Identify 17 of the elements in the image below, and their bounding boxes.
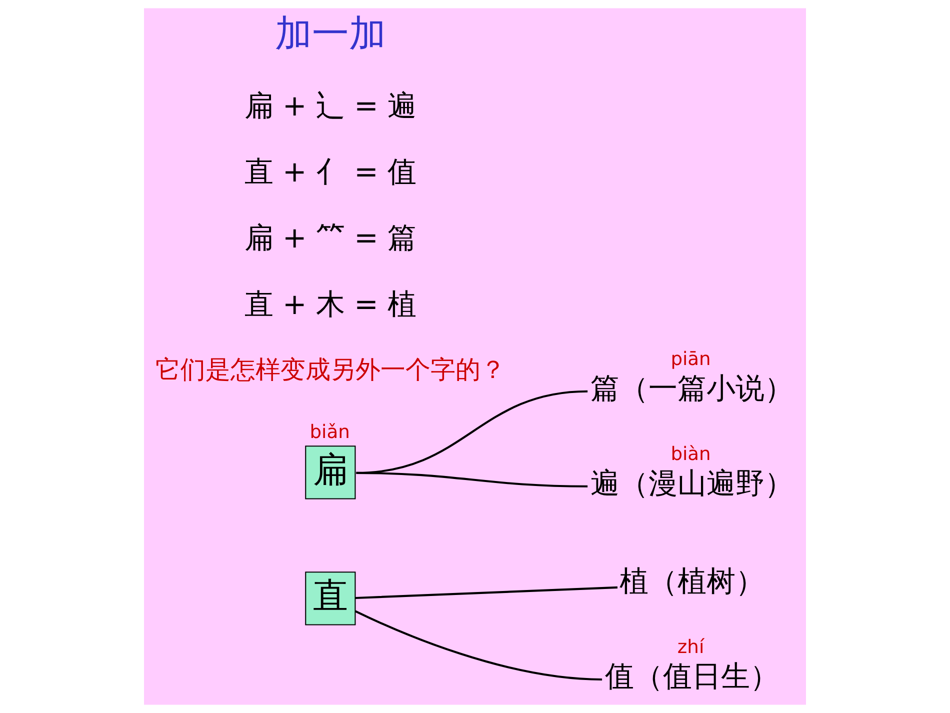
connector: [354, 610, 602, 681]
node-text: 值（值日生）: [605, 659, 780, 694]
label: 扁 + 辶 = 遍: [244, 88, 417, 123]
connector: [356, 472, 588, 488]
node-label: biǎn: [310, 422, 350, 444]
node-label: biàn: [670, 444, 711, 465]
label: 直 + 木 = 植: [244, 286, 417, 321]
label: 加一加: [274, 11, 386, 56]
node-label: zhí: [677, 637, 704, 658]
node-label: piān: [670, 348, 711, 370]
node-text: 篇（一篇小说）: [590, 370, 794, 405]
label: 它们是怎样变成另外一个字的？: [155, 355, 506, 384]
label: 直 + 亻 = 值: [244, 154, 417, 189]
connector: [355, 586, 618, 600]
node-text: 植（植树）: [620, 564, 765, 598]
label: 扁 + ⺮ = 篇: [244, 220, 417, 255]
node-text: 遍（漫山遍野）: [590, 466, 794, 500]
